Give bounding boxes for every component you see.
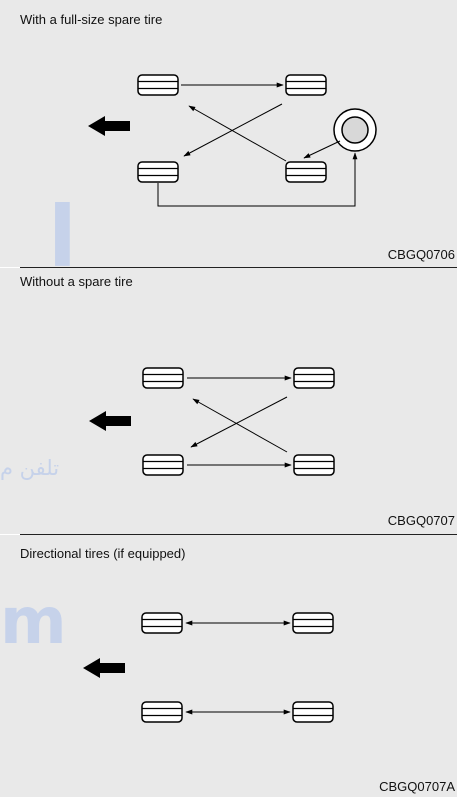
rotation-arrow (303, 140, 341, 159)
section-2-title: Without a spare tire (20, 274, 133, 289)
tire-icon (293, 454, 335, 476)
section-2-code: CBGQ0707 (387, 513, 455, 528)
section-1-title: With a full-size spare tire (20, 12, 163, 27)
rotation-arrow (157, 152, 358, 207)
rotation-arrow (183, 103, 283, 157)
rotation-arrow (190, 396, 288, 448)
tire-icon (137, 161, 179, 183)
tire-icon (137, 74, 179, 96)
diagram-no-spare (89, 367, 335, 476)
tire-icon (292, 701, 334, 723)
tire-icon (293, 367, 335, 389)
section-2-divider (20, 534, 457, 535)
section-3-panel (0, 535, 457, 797)
tire-icon (142, 454, 184, 476)
section-1-divider (20, 267, 457, 268)
section-1-panel (0, 0, 457, 267)
tire-icon (141, 612, 183, 634)
tire-icon (141, 701, 183, 723)
forward-arrow-icon (88, 116, 130, 136)
section-3-title: Directional tires (if equipped) (20, 546, 186, 561)
forward-arrow-icon (89, 411, 131, 431)
forward-arrow-icon (83, 658, 125, 678)
diagram-full-size-spare (88, 74, 377, 207)
rotation-arrow (192, 398, 288, 453)
spare-tire-icon (333, 108, 377, 152)
tire-icon (142, 367, 184, 389)
section-3-code: CBGQ0707A (379, 779, 455, 794)
diagram-directional (83, 612, 334, 723)
tire-icon (285, 161, 327, 183)
section-1-code: CBGQ0706 (387, 247, 455, 262)
tire-icon (285, 74, 327, 96)
tire-icon (292, 612, 334, 634)
section-2-panel (0, 268, 457, 534)
rotation-arrow (188, 105, 287, 162)
